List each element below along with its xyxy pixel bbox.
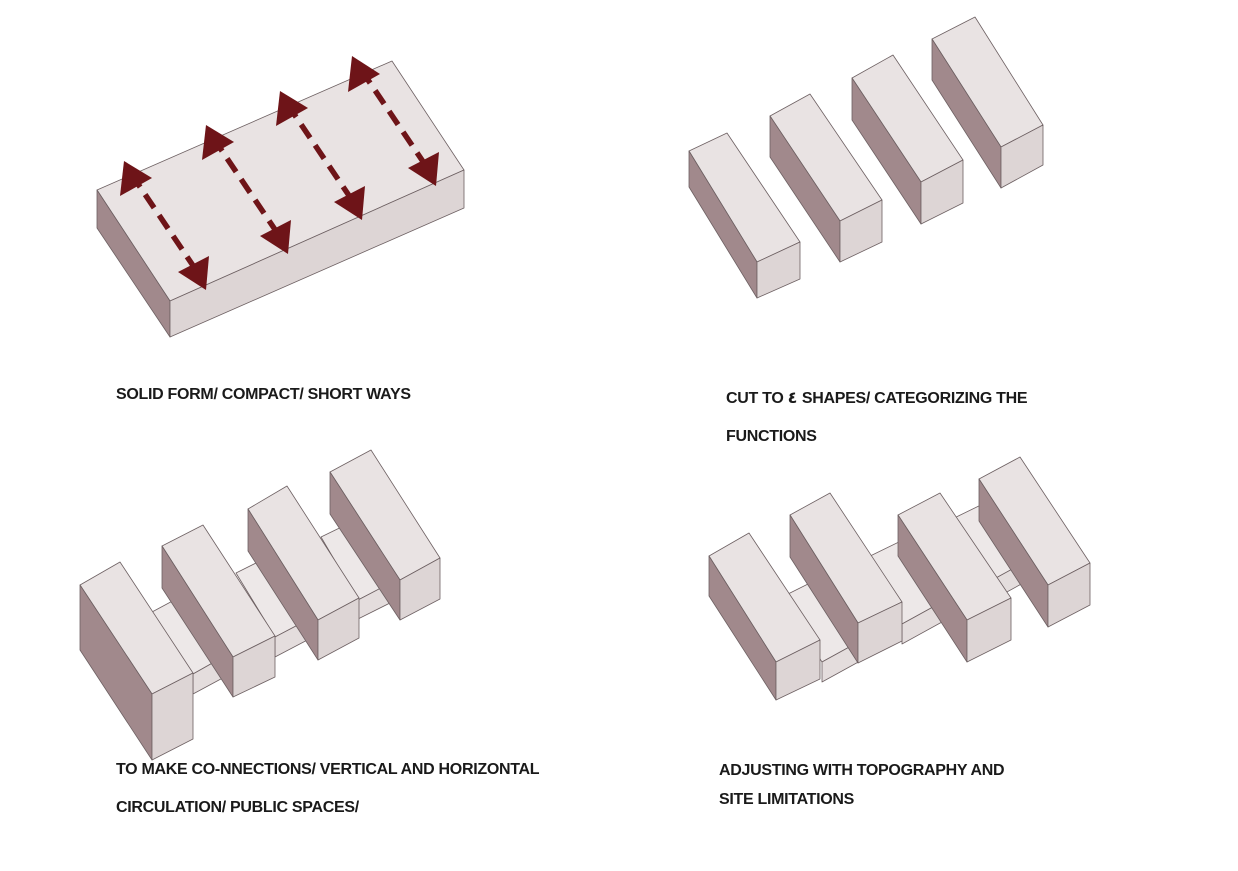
caption-connections: TO MAKE CO-NNECTIONS/ VERTICAL AND HORIZ… [116,751,540,827]
block-1 [79,561,194,761]
arrow-3-head-down [334,186,365,220]
block-3 [247,485,360,661]
cut-shapes-massing [688,16,1044,299]
connections-massing [79,449,441,761]
arrow-2 [211,137,281,236]
caption-topography: ADJUSTING WITH TOPOGRAPHY AND SITE LIMIT… [719,756,1005,814]
arrow-4-head-down [408,152,439,186]
caption-connections-line-2: CIRCULATION/ PUBLIC SPACES/ [116,799,359,816]
bar-4 [931,16,1044,189]
topo-block-4 [978,456,1091,628]
topography-massing [708,456,1091,701]
arrow-2-head-down [260,220,291,254]
block-4 [329,449,441,621]
slab-front-face [169,169,465,338]
caption-connections-line-1: TO MAKE CO-NNECTIONS/ VERTICAL AND HORIZ… [116,761,540,778]
arrow-4-head-up [348,56,380,92]
arrow-1-head-up [120,161,152,196]
arrow-1 [129,173,199,272]
block-2 [161,524,276,698]
bar-3 [851,54,964,225]
caption-cut-shapes-line-1: CUT TO ٤ SHAPES/ CATEGORIZING THE [726,390,1028,407]
caption-solid-form: SOLID FORM/ COMPACT/ SHORT WAYS [116,376,411,414]
topo-block-3 [897,492,1012,663]
caption-cut-shapes: CUT TO ٤ SHAPES/ CATEGORIZING THE FUNCTI… [726,380,1028,456]
solid-form-massing [96,56,465,338]
topo-block-2 [789,492,903,664]
caption-cut-shapes-line-2: FUNCTIONS [726,428,817,445]
topo-block-1 [708,532,821,701]
arrow-1-head-down [178,256,209,290]
arrow-3 [285,103,355,202]
arrow-4 [359,69,429,168]
caption-solid-form-line-1: SOLID FORM/ COMPACT/ SHORT WAYS [116,386,411,403]
arrow-3-head-up [276,91,308,126]
bar-2 [769,93,883,263]
caption-topography-line-1: ADJUSTING WITH TOPOGRAPHY AND [719,762,1005,779]
arrow-2-head-up [202,125,234,160]
circulation-arrows [120,56,439,290]
caption-topography-line-2: SITE LIMITATIONS [719,791,855,808]
bar-1 [688,132,801,299]
